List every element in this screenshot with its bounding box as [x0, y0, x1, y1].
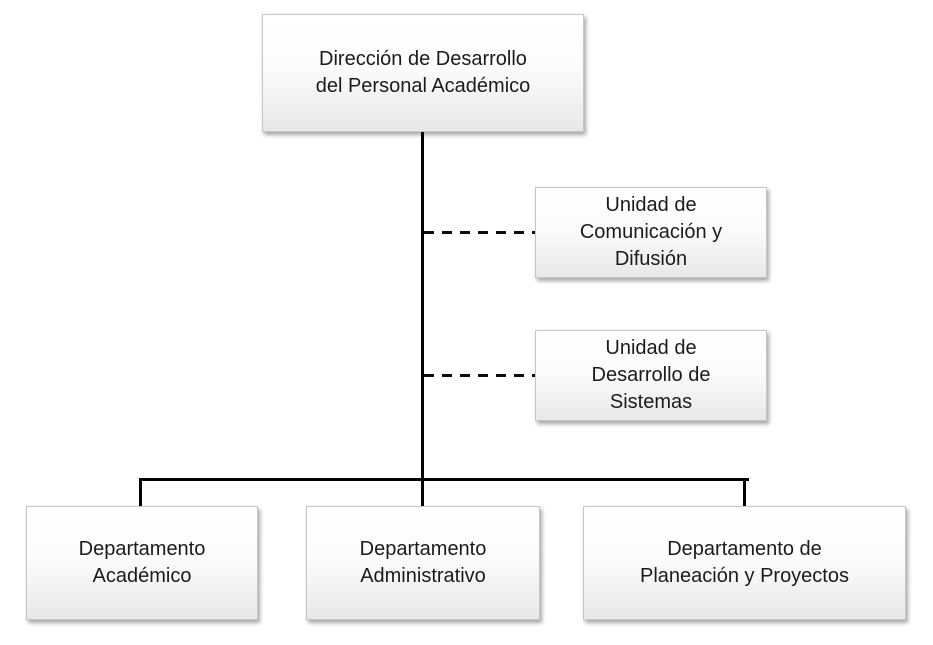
- node-unidad-desarrollo-sistemas: Unidad de Desarrollo de Sistemas: [535, 330, 767, 421]
- node-departamento-planeacion-proyectos: Departamento de Planeación y Proyectos: [583, 506, 906, 620]
- connector-drop-left: [139, 478, 142, 506]
- connector-drop-right: [743, 478, 746, 506]
- connector-main-vertical-line: [421, 132, 424, 506]
- node-departamento-academico: Departamento Académico: [26, 506, 258, 620]
- node-direccion-desarrollo-personal-academico: Dirección de Desarrollo del Personal Aca…: [262, 14, 584, 132]
- connector-horizontal-line: [139, 478, 749, 481]
- node-departamento-administrativo: Departamento Administrativo: [306, 506, 540, 620]
- connector-dashed-staff-unit-1: [424, 231, 536, 234]
- node-unidad-comunicacion-difusion: Unidad de Comunicación y Difusión: [535, 187, 767, 278]
- connector-dashed-staff-unit-2: [424, 374, 536, 377]
